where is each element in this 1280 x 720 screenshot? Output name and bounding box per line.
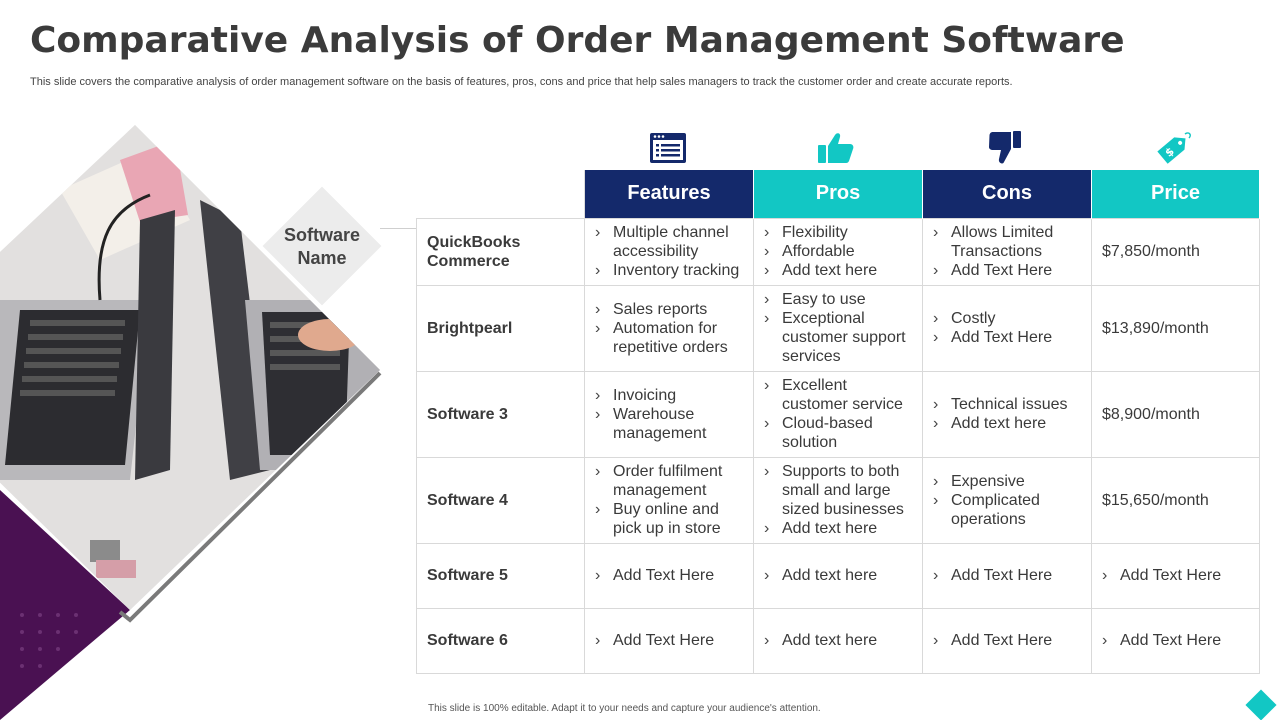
pros-cell: Supports to both small and large sized b… [753,456,923,544]
cons-cell: Allows Limited Transactions Add Text Her… [922,217,1092,286]
list-item: Add Text Here [933,566,1083,585]
cons-cell: Technical issues Add text here [922,370,1092,458]
list-item: Add Text Here [933,631,1083,650]
software-name-label: Software Name [262,186,382,306]
list-item: Expensive [933,472,1083,491]
price-cell: $13,890/month [1091,284,1260,372]
list-item: Add Text Here [1102,566,1251,585]
list-item: Add text here [764,631,914,650]
list-item: Allows Limited Transactions [933,223,1083,261]
software-name-cell: Brightpearl [416,284,585,372]
list-item: Order fulfilment management [595,462,745,500]
table-row: Brightpearl Sales reports Automation for… [416,284,1260,372]
pros-cell: Add text here [753,542,923,609]
price-cell: $8,900/month [1091,370,1260,458]
list-item: Warehouse management [595,405,745,443]
features-cell: Order fulfilment management Buy online a… [584,456,754,544]
software-name-cell: Software 6 [416,607,585,674]
list-item: Add Text Here [933,328,1083,347]
pros-cell: Add text here [753,607,923,674]
software-name-cell: QuickBooks Commerce [416,217,585,286]
thumbs-up-icon [752,128,920,168]
list-item: Cloud-based solution [764,414,914,452]
column-header-cons: Cons [922,170,1092,218]
table-row: Software 3 Invoicing Warehouse managemen… [416,370,1260,458]
browser-list-icon [584,128,752,168]
price-cell: $15,650/month [1091,456,1260,544]
features-cell: Invoicing Warehouse management [584,370,754,458]
pros-cell: Flexibility Affordable Add text here [753,217,923,286]
list-item: Add text here [764,519,914,538]
list-item: Add text here [764,261,914,280]
list-item: Technical issues [933,395,1083,414]
pros-cell: Excellent customer service Cloud-based s… [753,370,923,458]
table-row: Software 6 Add Text Here Add text here A… [416,607,1260,674]
pros-cell: Easy to use Exceptional customer support… [753,284,923,372]
features-cell: Sales reports Automation for repetitive … [584,284,754,372]
corner-diamond-decoration [1245,689,1277,720]
software-name-cell: Software 3 [416,370,585,458]
features-cell: Add Text Here [584,542,754,609]
table-header-row: Features Pros Cons Price [416,170,1260,218]
list-item: Add Text Here [595,631,745,650]
list-item: Add Text Here [1102,631,1251,650]
list-item: Costly [933,309,1083,328]
cons-cell: Add Text Here [922,607,1092,674]
cons-cell: Costly Add Text Here [922,284,1092,372]
label-connector-line [380,228,416,229]
list-item: Add Text Here [933,261,1083,280]
price-cell: $7,850/month [1091,217,1260,286]
list-item: Easy to use [764,290,914,309]
price-tag-icon: $ [1090,128,1258,168]
list-item: Exceptional customer support services [764,309,914,366]
software-name-text: Software Name [283,225,361,268]
page-subtitle: This slide covers the comparative analys… [30,76,1013,88]
cons-cell: Add Text Here [922,542,1092,609]
features-cell: Add Text Here [584,607,754,674]
table-row: Software 4 Order fulfilment management B… [416,456,1260,544]
header-blank-cell [416,170,585,218]
list-item: Affordable [764,242,914,261]
column-header-pros: Pros [753,170,923,218]
decorative-photo-art [0,0,420,720]
purple-corner-shape [0,490,130,720]
list-item: Add text here [764,566,914,585]
list-item: Automation for repetitive orders [595,319,745,357]
list-item: Complicated operations [933,491,1083,529]
footnote: This slide is 100% editable. Adapt it to… [428,703,821,714]
list-item: Inventory tracking [595,261,745,280]
list-item: Supports to both small and large sized b… [764,462,914,519]
accent-line [118,371,382,623]
column-header-features: Features [584,170,754,218]
list-item: Buy online and pick up in store [595,500,745,538]
software-name-cell: Software 4 [416,456,585,544]
price-cell: Add Text Here [1091,542,1260,609]
price-cell: Add Text Here [1091,607,1260,674]
laptop-photo-illustration [0,125,382,720]
software-name-cell: Software 5 [416,542,585,609]
table-row: QuickBooks Commerce Multiple channel acc… [416,217,1260,286]
table-row: Software 5 Add Text Here Add text here A… [416,542,1260,609]
list-item: Excellent customer service [764,376,914,414]
comparison-table: Features Pros Cons Price QuickBooks Comm… [416,170,1260,674]
list-item: Add Text Here [595,566,745,585]
list-item: Flexibility [764,223,914,242]
features-cell: Multiple channel accessibility Inventory… [584,217,754,286]
column-header-price: Price [1091,170,1260,218]
list-item: Add text here [933,414,1083,433]
page-title: Comparative Analysis of Order Management… [30,20,1125,61]
cons-cell: Expensive Complicated operations [922,456,1092,544]
list-item: Sales reports [595,300,745,319]
thumbs-down-icon [921,128,1089,168]
list-item: Invoicing [595,386,745,405]
list-item: Multiple channel accessibility [595,223,745,261]
